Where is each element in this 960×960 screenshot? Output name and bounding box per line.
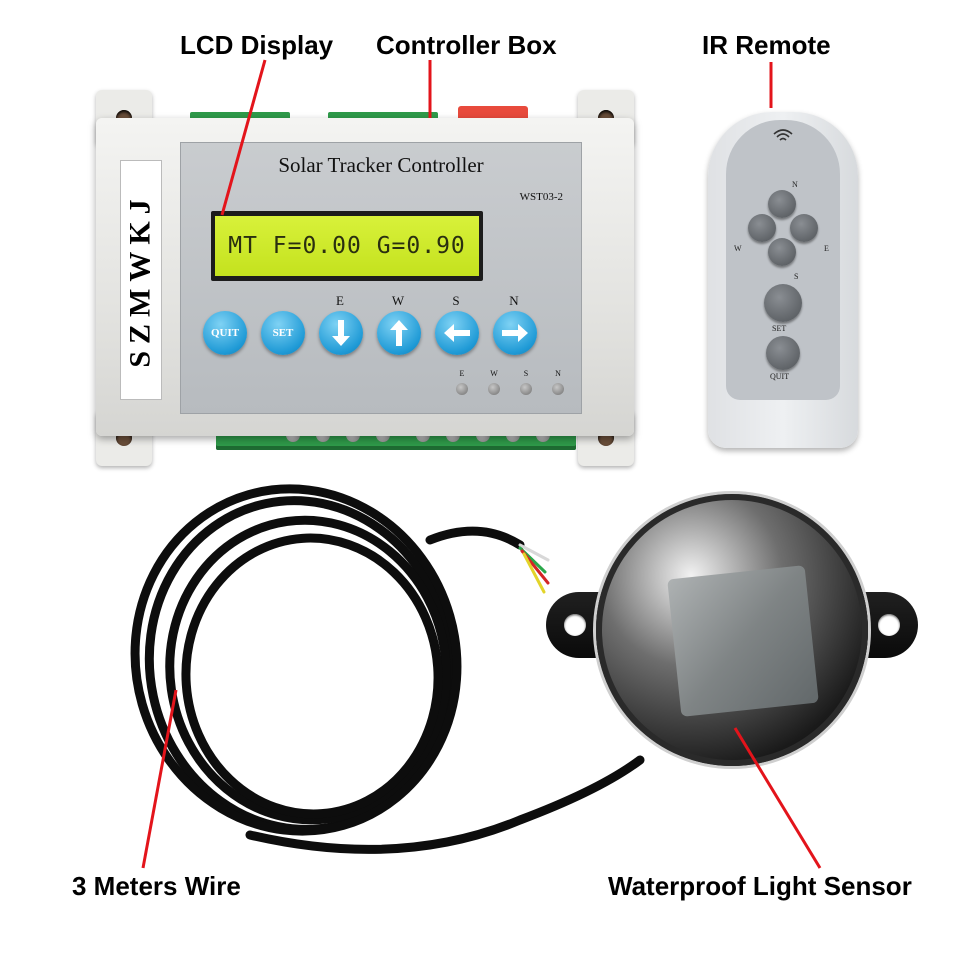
led-label-n: N xyxy=(555,369,561,378)
key-letter-w: W xyxy=(391,293,405,308)
led-label-s: S xyxy=(523,369,529,378)
quit-button[interactable]: QUIT xyxy=(203,311,247,355)
arrow-down-icon xyxy=(332,320,350,346)
quit-button-label: QUIT xyxy=(210,327,240,339)
waterproof-light-sensor xyxy=(546,490,918,770)
remote-label-s: S xyxy=(794,272,799,281)
arrow-left-icon xyxy=(444,324,470,342)
lcd-leader-line xyxy=(220,59,267,216)
mount-hole xyxy=(564,614,586,636)
arrow-right-icon xyxy=(502,324,528,342)
brand-label: SZMWKJ xyxy=(120,160,162,400)
lcd-display: MT F=0.00 G=0.90 xyxy=(211,211,483,281)
remote-east-button[interactable] xyxy=(790,214,818,242)
led-label-w: W xyxy=(490,369,498,378)
west-button[interactable] xyxy=(377,311,421,355)
set-button[interactable]: SET xyxy=(261,311,305,355)
arrow-up-icon xyxy=(390,320,408,346)
callout-light-sensor: Waterproof Light Sensor xyxy=(608,871,912,901)
led-indicator xyxy=(488,383,500,395)
led-indicator xyxy=(552,383,564,395)
remote-west-button[interactable] xyxy=(748,214,776,242)
sensor-dome xyxy=(596,494,868,766)
remote-set-button[interactable] xyxy=(764,284,802,322)
callout-ir-remote: IR Remote xyxy=(702,30,831,60)
remote-quit-button[interactable] xyxy=(766,336,800,370)
remote-label-w: W xyxy=(734,244,742,253)
controller-box: SZMWKJ Solar Tracker Controller WST03-2 … xyxy=(96,86,634,466)
model-number: WST03-2 xyxy=(519,191,563,203)
faceplate-title: Solar Tracker Controller xyxy=(278,153,484,177)
wire-leader-line xyxy=(141,689,178,869)
lcd-text: MT F=0.00 G=0.90 xyxy=(228,233,466,259)
south-button[interactable] xyxy=(435,311,479,355)
ir-signal-icon xyxy=(773,129,793,141)
sensor-leader-line xyxy=(733,727,822,869)
led-label-e: E xyxy=(459,369,465,378)
mount-hole xyxy=(878,614,900,636)
callout-controller-box: Controller Box xyxy=(376,30,557,60)
led-indicator xyxy=(456,383,468,395)
remote-south-button[interactable] xyxy=(768,238,796,266)
key-letter-n: N xyxy=(509,293,519,308)
east-button[interactable] xyxy=(319,311,363,355)
ir-remote: N W E S SET QUIT xyxy=(708,112,858,448)
callout-wire: 3 Meters Wire xyxy=(72,871,241,901)
controller-faceplate: Solar Tracker Controller WST03-2 MT F=0.… xyxy=(180,142,582,414)
key-letter-s: S xyxy=(452,293,460,308)
remote-label-n: N xyxy=(792,180,798,189)
callout-lcd-display: LCD Display xyxy=(180,30,334,60)
led-indicator xyxy=(520,383,532,395)
set-button-label: SET xyxy=(272,327,294,339)
remote-north-button[interactable] xyxy=(768,190,796,218)
key-letter-e: E xyxy=(336,293,344,308)
north-button[interactable] xyxy=(493,311,537,355)
remote-keypad: N W E S SET QUIT xyxy=(726,120,840,400)
remote-label-set: SET xyxy=(772,324,787,333)
remote-label-quit: QUIT xyxy=(770,372,790,381)
remote-label-e: E xyxy=(824,244,829,253)
